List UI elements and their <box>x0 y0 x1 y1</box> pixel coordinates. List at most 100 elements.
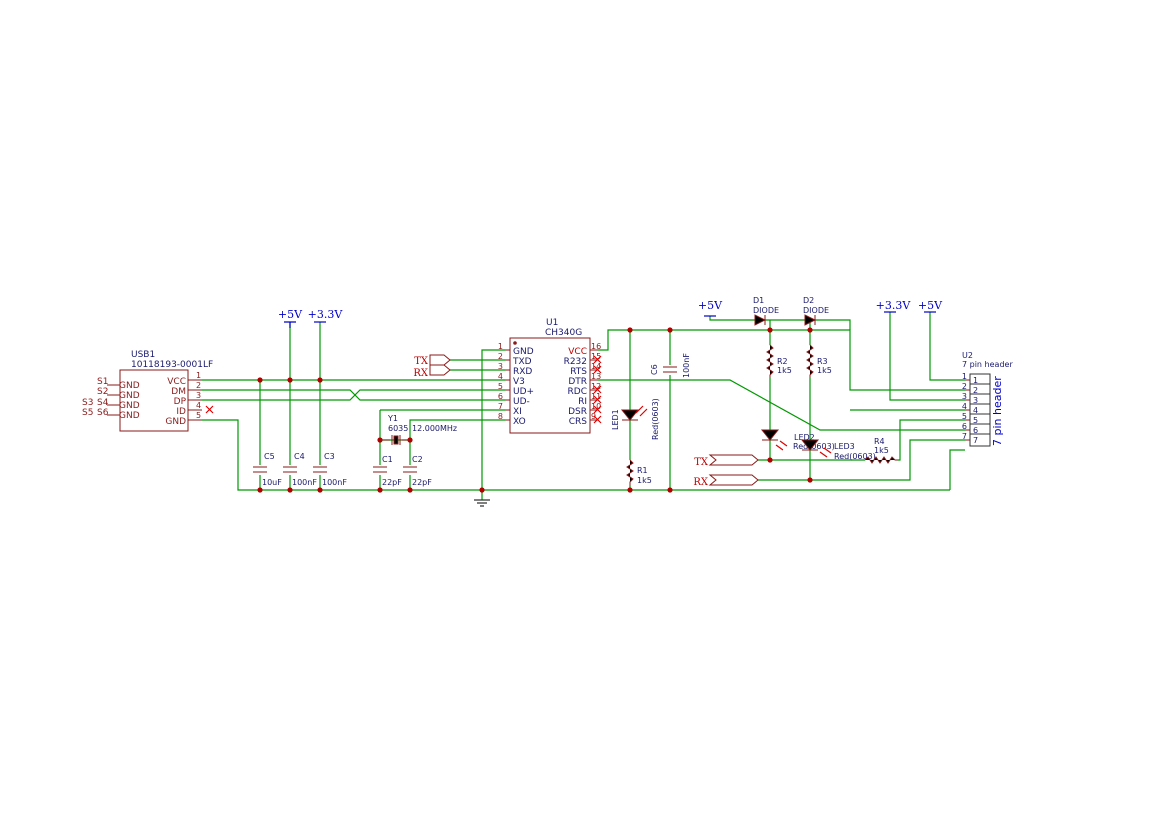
cap-value: 22pF <box>412 478 432 487</box>
cap-ref: C3 <box>324 452 335 461</box>
cap-ref: C1 <box>382 455 393 464</box>
u1-pin-rts: RTS <box>570 367 587 377</box>
cap-value: 22pF <box>382 478 402 487</box>
u1-pin-num: 5 <box>498 382 503 391</box>
ground-symbol <box>474 499 490 507</box>
u1-pin-udm: UD- <box>513 397 530 407</box>
u1-pin-xo: XO <box>513 417 526 427</box>
crystal-package: 6035 <box>388 424 408 433</box>
resistor-r4: R4 1k5 <box>864 437 898 464</box>
u1-pin-gnd: GND <box>513 347 534 357</box>
u1-pin-rxd: RXD <box>513 367 532 377</box>
header-pin-num: 1 <box>973 376 978 385</box>
u1-pin-r232: R232 <box>564 357 587 367</box>
resistor-value: 1k5 <box>817 366 832 375</box>
power-5v-left: +5V <box>278 308 303 328</box>
usb-pin-s6: S6 <box>97 408 109 418</box>
rx-label: RX <box>413 368 429 379</box>
header-pin-num: 3 <box>973 396 978 405</box>
u1-pin-crs: CRS <box>569 417 588 427</box>
cap-ref: C2 <box>412 455 423 464</box>
crystal-ref: Y1 <box>387 414 398 423</box>
header-pin-num: 6 <box>973 426 978 435</box>
usb-pin-s1: S1 <box>97 377 108 387</box>
led-value: Red(0603) <box>793 442 835 451</box>
header-pin-num: 2 <box>973 386 978 395</box>
u1-ref: U1 <box>546 318 558 328</box>
led-value: Red(0603) <box>834 452 876 461</box>
header-pin-num: 5 <box>962 412 967 421</box>
u1-pin-num: 14 <box>591 362 601 371</box>
usb-ref: USB1 <box>131 350 155 360</box>
power-5v-right: +5V <box>918 299 943 313</box>
usb-pin-num: 4 <box>196 401 201 410</box>
u1-pin-v3: V3 <box>513 377 525 387</box>
led-led3: LED3 Red(0603) <box>800 439 876 461</box>
led-led2: LED2 Red(0603) <box>760 429 835 451</box>
usb-pin-name: ID <box>176 407 186 417</box>
u1-pin-num: 7 <box>498 402 503 411</box>
crystal-value: 12.000MHz <box>412 424 457 433</box>
usb-pin-s2: S2 <box>97 387 108 397</box>
resistor-value: 1k5 <box>874 446 889 455</box>
resistor-r2: R2 1k5 <box>766 344 792 378</box>
u1-pin-vcc: VCC <box>568 347 587 357</box>
u1-pin-num: 4 <box>498 372 503 381</box>
u1-pin-dsr: DSR <box>568 407 587 417</box>
u1-pin-num: 1 <box>498 342 503 351</box>
diode-d1: D1 DIODE <box>753 296 779 326</box>
diode-value: DIODE <box>803 306 829 315</box>
junctions <box>257 327 813 493</box>
resistor-ref: R4 <box>874 437 885 446</box>
header-value: 7 pin header <box>962 360 1013 369</box>
ic-ch340g: U1 CH340G GND TXD RXD V3 UD+ UD- XI XO V… <box>498 318 602 434</box>
pin-header-u2: U2 7 pin header 1 2 3 4 5 6 7 1 2 3 4 5 … <box>962 351 1013 447</box>
power-label: +5V <box>698 299 723 312</box>
usb-gnd-label: GND <box>119 381 140 391</box>
usb-pin-s5: S5 <box>82 408 93 418</box>
resistor-ref: R3 <box>817 357 828 366</box>
net-label-tx-right: TX <box>694 454 759 468</box>
usb-connector: USB1 10118193-0001LF S1 S2 S3 S4 S5 S6 G… <box>82 350 214 432</box>
resistor-ref: R2 <box>777 357 788 366</box>
u1-pin-rdc: RDC <box>568 387 587 397</box>
usb-pin-name: VCC <box>167 377 186 387</box>
usb-pin-s4: S4 <box>97 398 109 408</box>
diode-value: DIODE <box>753 306 779 315</box>
usb-gnd-label: GND <box>119 411 140 421</box>
header-pin-num: 4 <box>973 406 978 415</box>
wires <box>202 312 965 500</box>
u1-pin-dtr: DTR <box>568 377 587 387</box>
header-pin-num: 6 <box>962 422 967 431</box>
diode-d2: D2 DIODE <box>803 296 829 326</box>
usb-pin-s3: S3 <box>82 398 93 408</box>
header-pin-num: 1 <box>962 372 967 381</box>
u1-value: CH340G <box>545 328 582 338</box>
cap-ref: C6 <box>650 364 659 375</box>
resistor-value: 1k5 <box>777 366 792 375</box>
u1-pin-num: 11 <box>591 392 601 401</box>
cap-value: 100nF <box>682 353 691 378</box>
usb-pin-num: 2 <box>196 381 201 390</box>
power-5v-diodes: +5V <box>698 299 723 317</box>
capacitor-c5: C5 10uF <box>253 452 282 487</box>
cap-ref: C5 <box>264 452 275 461</box>
u1-pin-udp: UD+ <box>513 387 534 397</box>
cap-value: 10uF <box>262 478 282 487</box>
capacitor-c1: C1 22pF <box>373 455 402 487</box>
header-title: 7 pin header <box>991 376 1004 446</box>
capacitor-c2: C2 22pF <box>403 455 432 487</box>
led-value: Red(0603) <box>651 398 660 440</box>
resistor-value: 1k5 <box>637 476 652 485</box>
no-connect-marker <box>593 355 602 424</box>
usb-pin-name: GND <box>165 417 186 427</box>
u1-pin-xi: XI <box>513 407 522 417</box>
u1-pin-txd: TXD <box>512 357 532 367</box>
u1-pin-num: 8 <box>498 412 503 421</box>
led-ref: LED2 <box>794 433 815 442</box>
header-pin-num: 3 <box>962 392 967 401</box>
u1-pin-num: 3 <box>498 362 503 371</box>
capacitor-c3: C3 100nF <box>313 452 347 487</box>
power-label: +3.3V <box>308 308 344 321</box>
